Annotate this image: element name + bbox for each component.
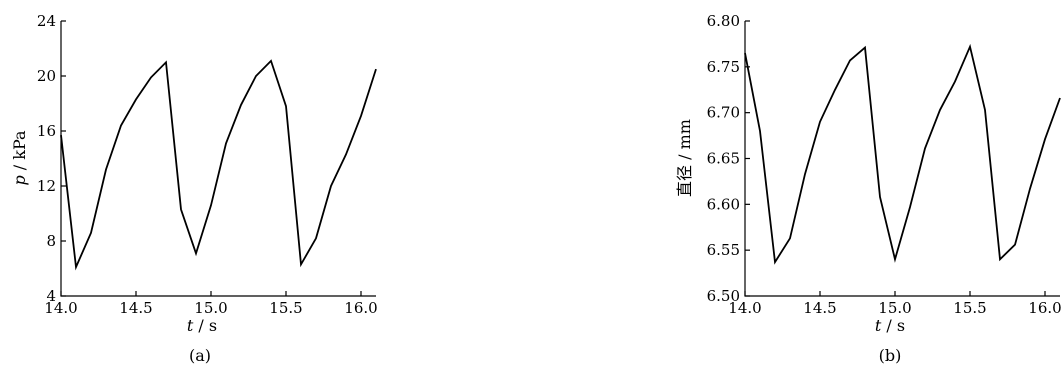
panel-a-y-tick-label: 24 bbox=[37, 12, 56, 30]
panel-b-x-ticks: 14.0 14.5 15.0 15.5 16.0 bbox=[728, 291, 1061, 317]
panel-b-y-tick-label: 6.55 bbox=[707, 241, 740, 259]
panel-a-x-tick-label: 16.0 bbox=[344, 299, 377, 317]
panel-b-y-axis-label: 直径 / mm bbox=[675, 119, 694, 197]
panel-a-y-tick-label: 8 bbox=[46, 232, 56, 250]
panel-b-x-tick-label: 16.0 bbox=[1028, 299, 1061, 317]
panel-b-y-ticks: 6.50 6.55 6.60 6.65 6.70 6.75 6.80 bbox=[707, 12, 750, 305]
panel-a-x-ticks: 14.0 14.5 15.0 15.5 16.0 bbox=[44, 291, 378, 317]
panel-b-x-tick-label: 15.0 bbox=[878, 299, 911, 317]
panel-b-y-tick-label: 6.50 bbox=[707, 287, 740, 305]
panel-b-x-axis-label: t / s bbox=[875, 316, 905, 335]
panel-a-y-axis-label: p / kPa bbox=[10, 130, 29, 186]
panel-b-chart: 14.0 14.5 15.0 15.5 16.0 6.50 6.55 6.60 6.65 6.7… bbox=[675, 12, 1061, 365]
panel-b-y-tick-label: 6.75 bbox=[707, 58, 740, 76]
panel-a-x-tick-label: 14.0 bbox=[44, 299, 77, 317]
panel-b-y-tick-label: 6.65 bbox=[707, 150, 740, 168]
panel-b-series-line bbox=[744, 43, 1061, 265]
panel-a-chart: 14.0 14.5 15.0 15.5 16.0 4 8 12 16 20 24 t / s p … bbox=[10, 12, 378, 365]
panel-b-y-tick-label: 6.80 bbox=[707, 12, 740, 30]
panel-b-axes bbox=[744, 21, 1060, 297]
panel-a-series-line bbox=[60, 59, 377, 271]
panel-a-y-ticks: 4 8 12 16 20 24 bbox=[37, 12, 66, 305]
panel-b-x-tick-label: 14.5 bbox=[803, 299, 836, 317]
panel-b-series bbox=[744, 43, 1061, 265]
panel-a-y-tick-label: 12 bbox=[37, 177, 56, 195]
panel-a-y-tick-label: 20 bbox=[37, 67, 56, 85]
panel-b-x-tick-label: 14.0 bbox=[728, 299, 761, 317]
panel-b-caption: (b) bbox=[879, 346, 902, 365]
panel-a-y-tick-label: 16 bbox=[37, 122, 56, 140]
panel-a-axes bbox=[60, 21, 376, 297]
panel-a-x-axis-label: t / s bbox=[187, 316, 217, 335]
panel-a-caption: (a) bbox=[189, 346, 211, 365]
panel-a-x-tick-label: 15.0 bbox=[194, 299, 227, 317]
panel-a-series bbox=[60, 59, 377, 271]
panel-a-x-tick-label: 15.5 bbox=[269, 299, 302, 317]
panel-b-x-tick-label: 15.5 bbox=[953, 299, 986, 317]
panel-a-y-tick-label: 4 bbox=[46, 287, 56, 305]
panel-a-x-tick-label: 14.5 bbox=[119, 299, 152, 317]
panel-b-y-tick-label: 6.70 bbox=[707, 104, 740, 122]
panel-b-y-tick-label: 6.60 bbox=[707, 195, 740, 213]
